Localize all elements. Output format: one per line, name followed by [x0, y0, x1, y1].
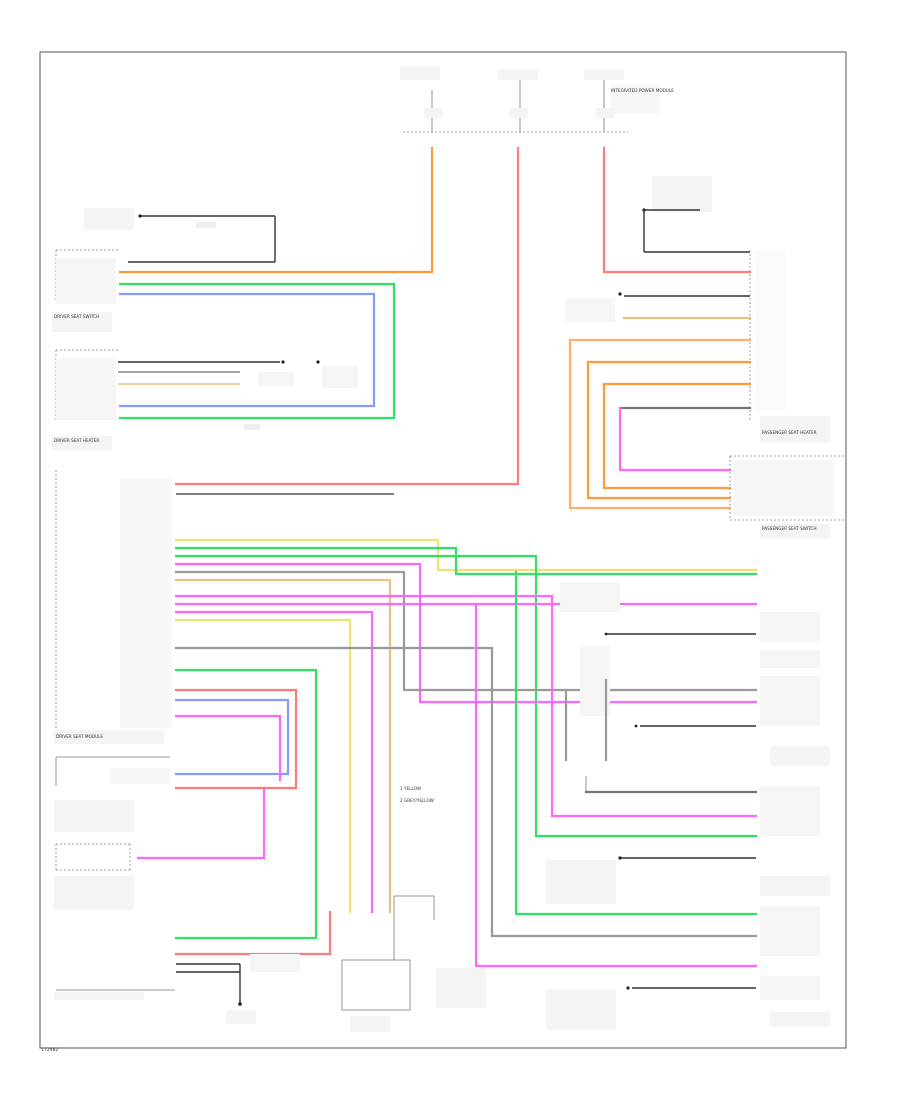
wire-red-lower — [174, 910, 332, 956]
wire-magenta-5 — [174, 714, 282, 782]
wire-green-long — [174, 546, 758, 576]
wire-blue-return — [174, 698, 290, 776]
passenger-seat-switch: PASSENGER SEAT SWITCH PASSENGER SEAT HEA… — [729, 428, 846, 538]
wire-pass-4v — [618, 406, 732, 472]
driver-seat-switch: DRIVER SEAT SWITCH — [52, 249, 120, 332]
lower-left-modules — [54, 756, 175, 1000]
wire-green-loop — [118, 282, 396, 420]
wire-grey-2 — [174, 646, 758, 938]
driver-seat-heater-label: DRIVER SEAT HEATER — [54, 438, 99, 443]
wire-pass-2v — [586, 360, 732, 500]
legend-item-2: 2 GREY/YELLOW — [400, 798, 434, 803]
wire-green-lower — [174, 554, 758, 838]
wire-magenta-6 — [136, 788, 266, 860]
wire-yellow-2 — [174, 618, 352, 914]
wire-pink-right — [602, 146, 752, 274]
diagram-frame — [39, 51, 847, 1049]
legend: 1 YELLOW 2 GREY/YELLOW — [400, 786, 434, 803]
driver-seat-switch-label: DRIVER SEAT SWITCH — [54, 314, 99, 319]
wire-pass-1v — [568, 338, 732, 510]
driver-seat-module: DRIVER SEAT MODULE — [54, 470, 172, 744]
bottom-connector — [341, 895, 486, 1032]
wire-pink-main — [174, 146, 520, 486]
driver-seat-module-label: DRIVER SEAT MODULE — [56, 734, 103, 739]
wire-magenta-1 — [174, 562, 758, 704]
wire-pass-3v — [602, 382, 732, 490]
wire-red-return — [174, 688, 298, 790]
wire-magenta-4 — [174, 610, 374, 914]
passenger-seat-switch-label: PASSENGER SEAT SWITCH — [762, 526, 817, 531]
fuse-block-label: INTEGRATED POWER MODULE — [611, 88, 674, 93]
right-lower-connectors — [418, 570, 830, 1030]
ground-g200-branch — [84, 208, 276, 263]
footer-code: 172482 — [41, 1047, 58, 1053]
wire-green-module-loop — [174, 668, 318, 940]
legend-item-1: 1 YELLOW — [400, 786, 421, 791]
driver-seat-heater: DRIVER SEAT HEATER — [52, 349, 358, 450]
wire-orange — [118, 146, 434, 274]
wire-grey-1 — [174, 570, 758, 692]
passenger-seat-heater-label: PASSENGER SEAT HEATER — [762, 430, 817, 435]
wire-magenta-2 — [174, 594, 758, 818]
wire-blue-loop — [118, 292, 376, 408]
ground-g301 — [176, 954, 300, 1024]
fuse-block: INTEGRATED POWER MODULE — [400, 66, 674, 133]
wire-tan-1 — [174, 578, 392, 914]
